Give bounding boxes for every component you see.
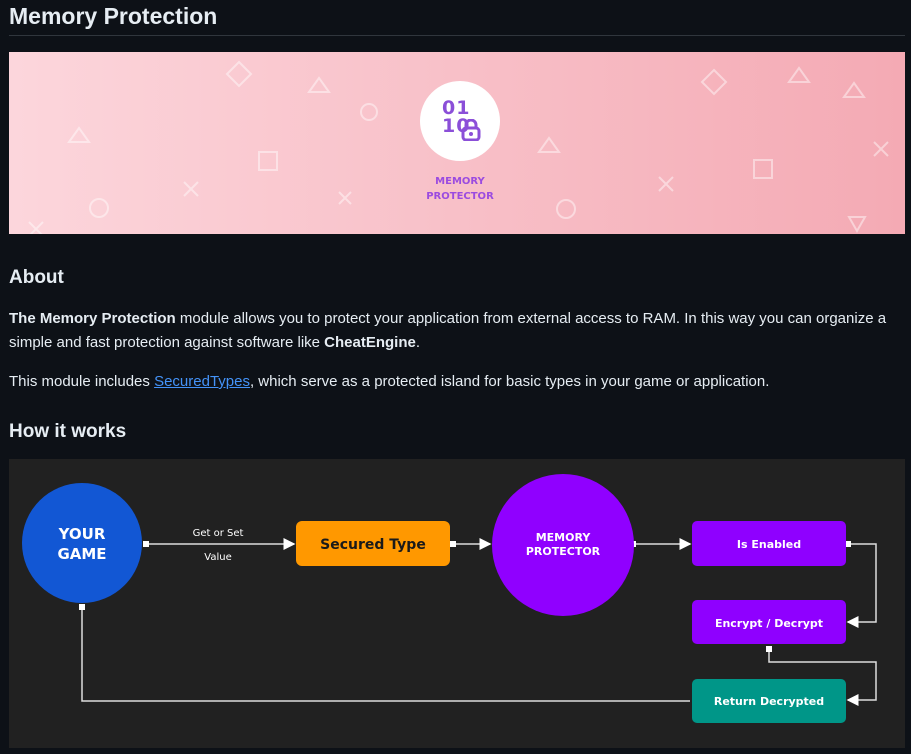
node-is-enabled <box>692 521 846 566</box>
node-return-decrypted <box>692 679 846 723</box>
edge-label-get-set: Get or Set <box>193 528 244 539</box>
node-secured-type <box>296 521 450 566</box>
securedtypes-link[interactable]: SecuredTypes <box>154 373 250 390</box>
title-divider <box>9 35 905 36</box>
about-paragraph-2: This module includes SecuredTypes, which… <box>9 370 899 394</box>
how-it-works-heading: How it works <box>9 421 127 442</box>
page-title: Memory Protection <box>9 3 218 29</box>
node-memory-protector <box>492 474 634 616</box>
your-game-line1: YOUR <box>58 525 106 543</box>
is-enabled-label: Is Enabled <box>737 538 801 551</box>
banner-pattern <box>28 60 889 234</box>
flow-diagram: YOUR GAME Get or Set Value Secured Type … <box>9 459 905 748</box>
return-decrypted-label: Return Decrypted <box>714 695 824 708</box>
memory-protector-line1: MEMORY <box>536 531 592 544</box>
logo-bits-top: 01 <box>442 97 471 119</box>
edge-return-game <box>81 610 690 702</box>
lock-icon <box>461 119 481 141</box>
logo-label-line1: MEMORY <box>435 176 485 187</box>
p1-text: module allows you to protect your applic… <box>9 310 887 351</box>
node-your-game <box>22 483 142 603</box>
logo-label-line2: PROTECTOR <box>426 191 494 202</box>
bold-module-name: The Memory Protection <box>9 310 176 327</box>
edge-encrypt-return <box>768 652 877 706</box>
flow-edges <box>81 538 877 706</box>
encrypt-decrypt-label: Encrypt / Decrypt <box>715 617 823 630</box>
p2-end: , which serve as a protected island for … <box>249 373 770 390</box>
your-game-line2: GAME <box>57 545 106 563</box>
edge-label-value: Value <box>204 552 231 563</box>
bold-cheatengine: CheatEngine <box>324 334 416 351</box>
edge-enabled-encrypt <box>846 543 877 628</box>
p1-end: . <box>415 334 421 351</box>
about-heading: About <box>9 267 64 288</box>
p2-start: This module includes <box>9 373 155 390</box>
about-paragraph-1: The Memory Protection module allows you … <box>9 307 899 355</box>
secured-type-label: Secured Type <box>320 537 426 553</box>
logo-label: MEMORY PROTECTOR <box>389 174 531 204</box>
node-encrypt-decrypt <box>692 600 846 644</box>
memory-protector-line2: PROTECTOR <box>526 545 601 558</box>
